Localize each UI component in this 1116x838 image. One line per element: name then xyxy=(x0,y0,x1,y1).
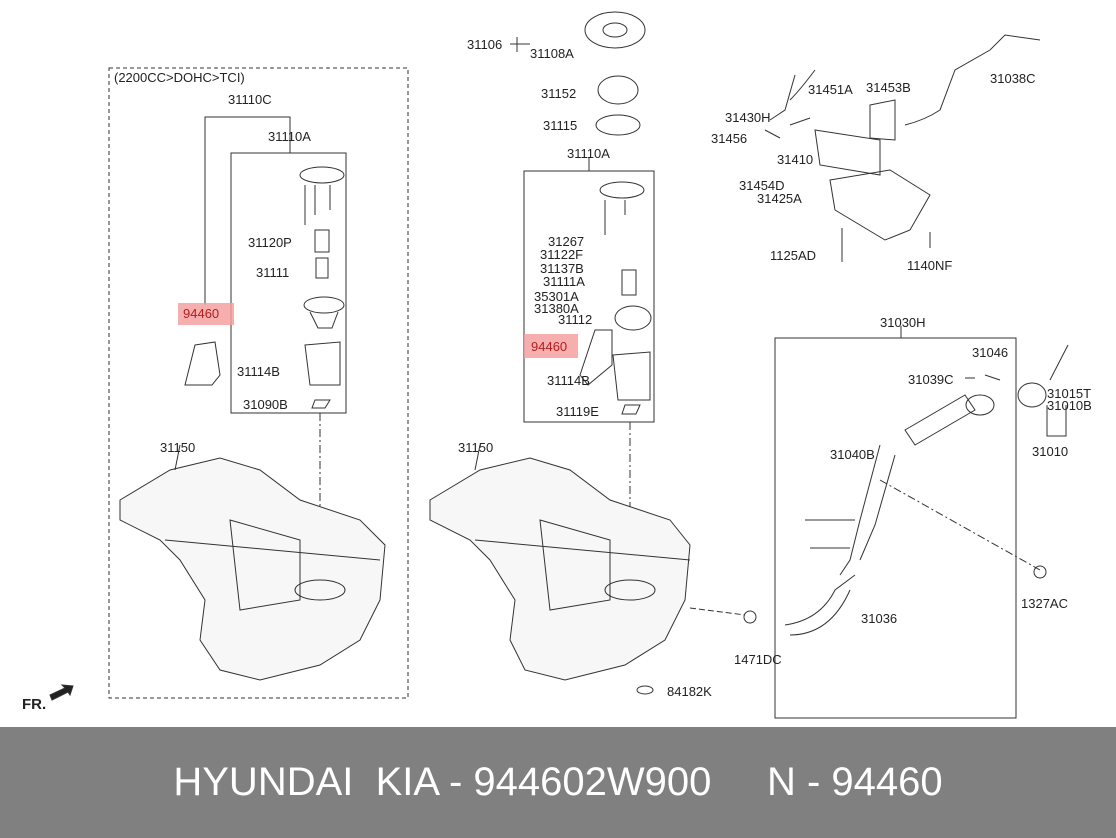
variant-note: (2200CC>DOHC>TCI) xyxy=(114,70,245,85)
part-label[interactable]: 31137B xyxy=(540,261,584,276)
front-arrow xyxy=(49,684,74,701)
filler-neck-assembly xyxy=(636,344,1069,695)
part-label[interactable]: 31039C xyxy=(908,372,954,387)
part-label[interactable]: 31425A xyxy=(757,191,802,206)
part-label[interactable]: 31111 xyxy=(256,265,290,280)
pump-box-left xyxy=(230,152,347,414)
part-label[interactable]: 1327AC xyxy=(1021,596,1068,611)
part-label[interactable]: 31010B xyxy=(1047,398,1092,413)
part-label[interactable]: 31111A xyxy=(543,274,585,289)
part-label[interactable]: 31106 xyxy=(467,37,503,52)
part-label-highlighted[interactable]: 94460 xyxy=(531,339,568,354)
fuel-tank-mid xyxy=(429,444,691,681)
diagram-drawing xyxy=(49,11,1069,719)
part-label[interactable]: 31150 xyxy=(458,440,494,455)
canister-assembly xyxy=(764,34,1041,262)
parts-diagram: (2200CC>DOHC>TCI) 31110C 31110A 31120P 3… xyxy=(22,11,1092,719)
part-label[interactable]: 31046 xyxy=(972,345,1009,360)
part-label[interactable]: 31410 xyxy=(777,152,814,167)
front-marker: FR. xyxy=(22,696,47,713)
part-label[interactable]: 31108A xyxy=(530,46,574,61)
part-label[interactable]: 31030H xyxy=(880,315,926,330)
part-label[interactable]: 1140NF xyxy=(907,258,953,273)
part-label[interactable]: 31110A xyxy=(268,129,311,144)
part-label[interactable]: 31120P xyxy=(248,235,292,250)
part-number-banner: HYUNDAI KIA - 944602W900 N - 94460 xyxy=(0,727,1116,838)
part-label[interactable]: 31010 xyxy=(1032,444,1069,459)
part-label[interactable]: 31456 xyxy=(711,131,748,146)
part-label[interactable]: 31454D xyxy=(739,178,785,193)
fuel-tank-left xyxy=(119,444,386,681)
part-label[interactable]: 31040B xyxy=(830,447,875,462)
part-label[interactable]: 35301A xyxy=(534,289,579,304)
part-label[interactable]: 31267 xyxy=(548,234,585,249)
part-label[interactable]: 31112 xyxy=(558,312,593,327)
part-label[interactable]: 31119E xyxy=(556,404,599,419)
part-label-highlighted[interactable]: 94460 xyxy=(183,306,220,321)
pump-assembly-left xyxy=(184,166,345,409)
part-label[interactable]: 31453B xyxy=(866,80,911,95)
part-label[interactable]: 31090B xyxy=(243,397,288,412)
part-label[interactable]: 1125AD xyxy=(770,248,817,263)
highlight-94460-mid xyxy=(524,334,578,358)
highlight-94460-left xyxy=(178,303,234,325)
part-label[interactable]: 31114B xyxy=(237,364,280,379)
filler-box xyxy=(774,337,1017,719)
part-label[interactable]: 31430H xyxy=(725,110,771,125)
variant-dashed-box xyxy=(108,67,409,699)
part-label[interactable]: 31152 xyxy=(541,86,577,101)
part-label[interactable]: 31150 xyxy=(160,440,196,455)
part-number-text: HYUNDAI KIA - 944602W900 N - 94460 xyxy=(173,760,943,804)
part-label[interactable]: 31122F xyxy=(540,247,584,262)
part-label[interactable]: 31114B xyxy=(547,373,590,388)
part-label[interactable]: 31110C xyxy=(228,92,272,107)
part-label[interactable]: 84182K xyxy=(667,684,712,699)
part-label[interactable]: 31451A xyxy=(808,82,853,97)
part-label[interactable]: 31038C xyxy=(990,71,1036,86)
part-label[interactable]: 31015T xyxy=(1047,386,1092,401)
part-label[interactable]: 1471DC xyxy=(734,652,782,667)
pump-assembly-mid xyxy=(579,11,652,415)
part-label[interactable]: 31036 xyxy=(861,611,898,626)
part-label[interactable]: 31115 xyxy=(543,118,578,133)
part-label[interactable]: 31380A xyxy=(534,301,579,316)
part-label[interactable]: 31110A xyxy=(567,146,610,161)
